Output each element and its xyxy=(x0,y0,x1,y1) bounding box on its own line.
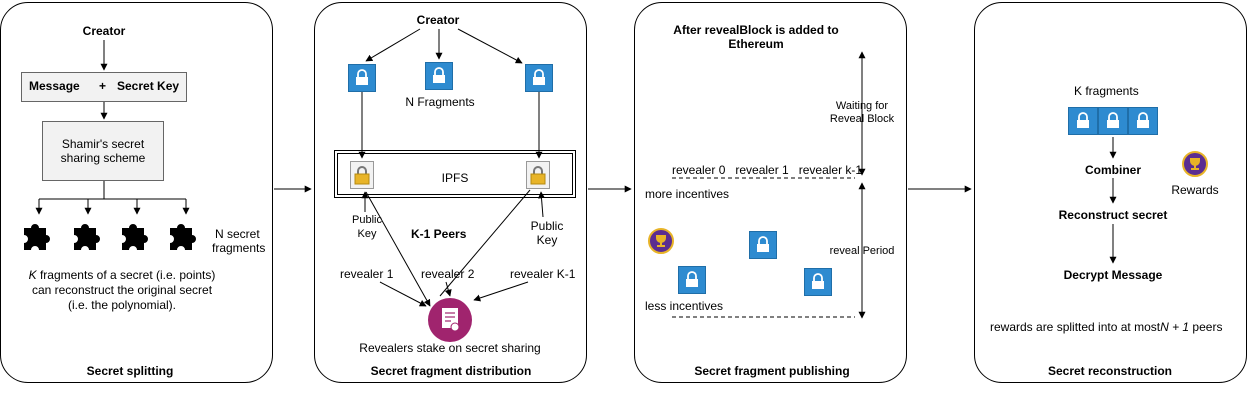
rewards-label: Rewards xyxy=(1171,183,1219,197)
public-key-right-line1: Public xyxy=(530,219,564,233)
n-secret-fragments-line2: fragments xyxy=(212,241,266,255)
n-secret-fragments-line1: N secret xyxy=(215,227,260,241)
k1-peers-label: K-1 Peers xyxy=(411,227,467,241)
lock-icon xyxy=(425,62,453,90)
ipfs-label: IPFS xyxy=(441,171,469,185)
waiting-label-line2: Reveal Block xyxy=(826,113,898,126)
panel-title-fragment-distribution: Secret fragment distribution xyxy=(370,364,532,378)
shamir-scheme-line1: Shamir's secret xyxy=(61,137,145,151)
public-key-left-line2: Key xyxy=(357,228,377,240)
trophy-icon xyxy=(1182,151,1208,177)
secret-key-label: Secret Key xyxy=(117,79,180,93)
revealers-row-label: revealer 0 revealer 1 revealer k-1 xyxy=(672,163,863,177)
rewards-note-prefix: rewards are splitted into at most xyxy=(990,320,1161,334)
shamir-scheme-box xyxy=(42,121,164,181)
trophy-icon xyxy=(648,228,674,254)
k-fragments-note-line1-rest: fragments of a secret (i.e. points) xyxy=(36,268,216,282)
public-key-right-line2: Key xyxy=(536,233,558,247)
panel-title-secret-reconstruction: Secret reconstruction xyxy=(1047,364,1173,378)
revealer-1-label: revealer 1 xyxy=(340,267,394,281)
revealer-k1-label: revealer K-1 xyxy=(510,267,576,281)
lock-icon xyxy=(1068,107,1098,135)
lock-icon xyxy=(749,231,777,259)
panel-title-secret-splitting: Secret splitting xyxy=(86,364,174,378)
lock-icon xyxy=(804,268,832,296)
decrypt-message-label: Decrypt Message xyxy=(1063,268,1163,282)
certificate-icon xyxy=(428,298,472,342)
message-secret-key-box xyxy=(21,72,187,102)
puzzle-piece-icon xyxy=(74,224,100,250)
stake-label: Revealers stake on secret sharing xyxy=(359,341,541,355)
shamir-scheme-line2: sharing scheme xyxy=(60,151,146,165)
lock-icon xyxy=(525,64,553,92)
k-fragments-label: K fragments xyxy=(1074,84,1139,98)
panel-secret-reconstruction xyxy=(974,2,1247,383)
lock-icon xyxy=(348,64,376,92)
padlock-icon xyxy=(526,161,550,189)
puzzle-piece-icon xyxy=(24,224,50,250)
lock-icon xyxy=(678,266,706,294)
panel-title-fragment-publishing: Secret fragment publishing xyxy=(694,364,850,378)
creator-label-2: Creator xyxy=(416,13,460,27)
waiting-label-line1: Waiting for xyxy=(826,100,898,113)
padlock-icon xyxy=(350,161,374,189)
less-incentives-label: less incentives xyxy=(645,299,724,313)
message-label: Message xyxy=(29,79,80,93)
reveal-block-header-line1: After revealBlock is added to xyxy=(673,23,839,37)
rewards-note-formula: N + 1 xyxy=(1160,320,1190,334)
k-fragments-note-line2: can reconstruct the original secret xyxy=(31,283,213,297)
k-fragments-group xyxy=(1068,107,1158,135)
rewards-note: rewards are splitted into at mostN + 1 p… xyxy=(990,320,1222,334)
k-italic: K xyxy=(28,268,37,282)
lock-icon xyxy=(1128,107,1158,135)
more-incentives-label: more incentives xyxy=(645,187,730,201)
n-fragments-label: N Fragments xyxy=(405,95,475,109)
revealer-2-label: revealer 2 xyxy=(421,267,475,281)
rewards-note-suffix: peers xyxy=(1189,320,1223,334)
plus-sign: + xyxy=(99,79,107,93)
reconstruct-secret-label: Reconstruct secret xyxy=(1058,208,1168,222)
reveal-block-header-line2: Ethereum xyxy=(728,37,784,51)
combiner-label: Combiner xyxy=(1084,163,1141,177)
creator-label: Creator xyxy=(82,24,126,38)
public-key-left-line1: Public xyxy=(352,214,382,226)
reveal-period-label: reveal Period xyxy=(826,245,898,258)
panel-secret-splitting xyxy=(0,2,273,383)
puzzle-piece-icon xyxy=(122,224,148,250)
k-fragments-note-line1: K fragments of a secret (i.e. points) xyxy=(8,268,236,282)
lock-icon xyxy=(1098,107,1128,135)
puzzle-piece-icon xyxy=(170,224,196,250)
k-fragments-note-line3: (i.e. the polynomial). xyxy=(67,298,177,312)
